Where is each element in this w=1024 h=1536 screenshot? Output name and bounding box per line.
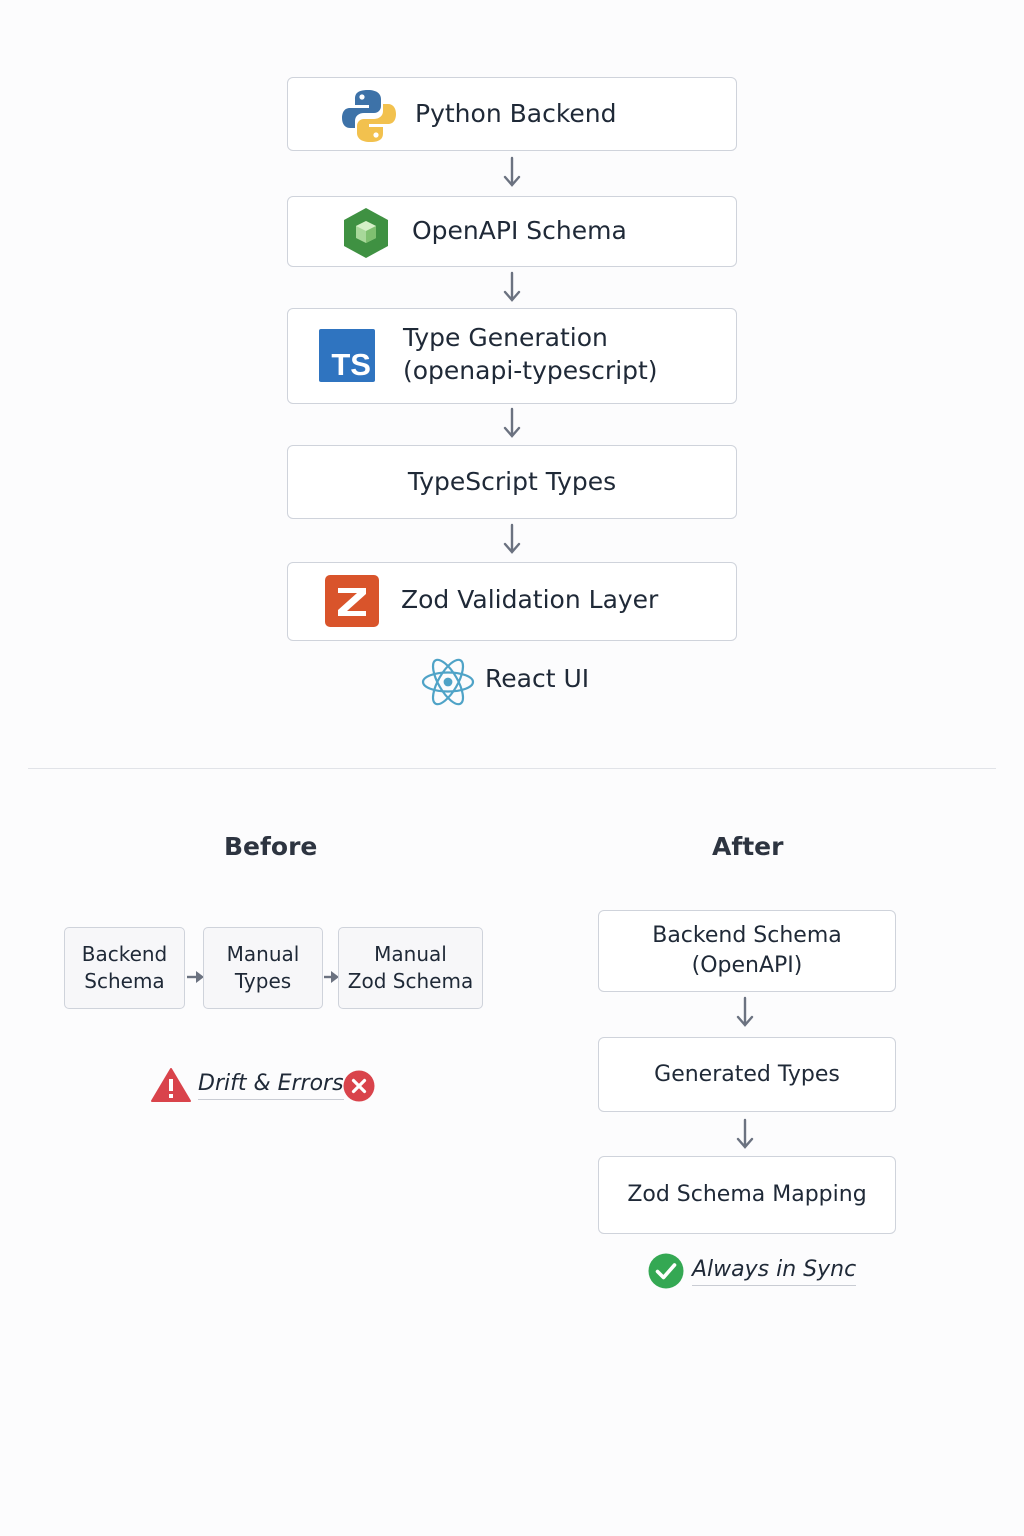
warning-triangle-icon [150,1067,192,1103]
step-typescript-types: TypeScript Types [287,445,737,519]
arrow-down-icon [735,996,755,1028]
arrow-down-icon [502,523,522,555]
arrow-down-icon [502,271,522,303]
step-label: Python Backend [415,99,617,128]
step-zod-validation: Zod Validation Layer [287,562,737,641]
after-status: Always in Sync [648,1252,868,1292]
step-label: TypeScript Types [407,467,617,496]
step-type-generation: TS Type Generation (openapi-typescript) [287,308,737,404]
before-box-manual-types: Manual Types [203,927,323,1009]
arrow-right-icon [186,969,204,989]
step-label-line2: (openapi-typescript) [403,356,658,385]
after-box-backend-schema: Backend Schema (OpenAPI) [598,910,896,992]
arrow-down-icon [502,156,522,188]
after-box-generated-types: Generated Types [598,1037,896,1112]
react-atom-icon [421,657,475,707]
arrow-down-icon [735,1118,755,1150]
step-python-backend: Python Backend [287,77,737,151]
section-divider [28,768,996,769]
openapi-hexagon-icon [342,207,390,259]
react-ui-label: React UI [485,664,590,693]
step-label: Zod Validation Layer [401,585,659,614]
before-status-label: Drift & Errors [198,1070,344,1100]
step-label: OpenAPI Schema [412,216,627,245]
before-status: Drift & Errors [150,1067,380,1107]
zod-logo-icon [324,574,380,628]
before-box-backend-schema: Backend Schema [64,927,185,1009]
arrow-right-icon [323,969,339,989]
step-openapi-schema: OpenAPI Schema [287,196,737,267]
typescript-logo-icon: TS [319,329,375,382]
after-status-label: Always in Sync [692,1256,857,1286]
step-label-line1: Type Generation [403,323,608,352]
check-circle-icon [648,1253,684,1289]
python-logo-icon [340,87,398,145]
after-heading: After [712,832,784,861]
after-box-zod-schema-mapping: Zod Schema Mapping [598,1156,896,1234]
arrow-down-icon [502,407,522,439]
before-heading: Before [224,832,318,861]
react-ui-row: React UI [421,657,621,707]
error-x-icon [343,1070,375,1102]
before-box-manual-zod-schema: Manual Zod Schema [338,927,483,1009]
